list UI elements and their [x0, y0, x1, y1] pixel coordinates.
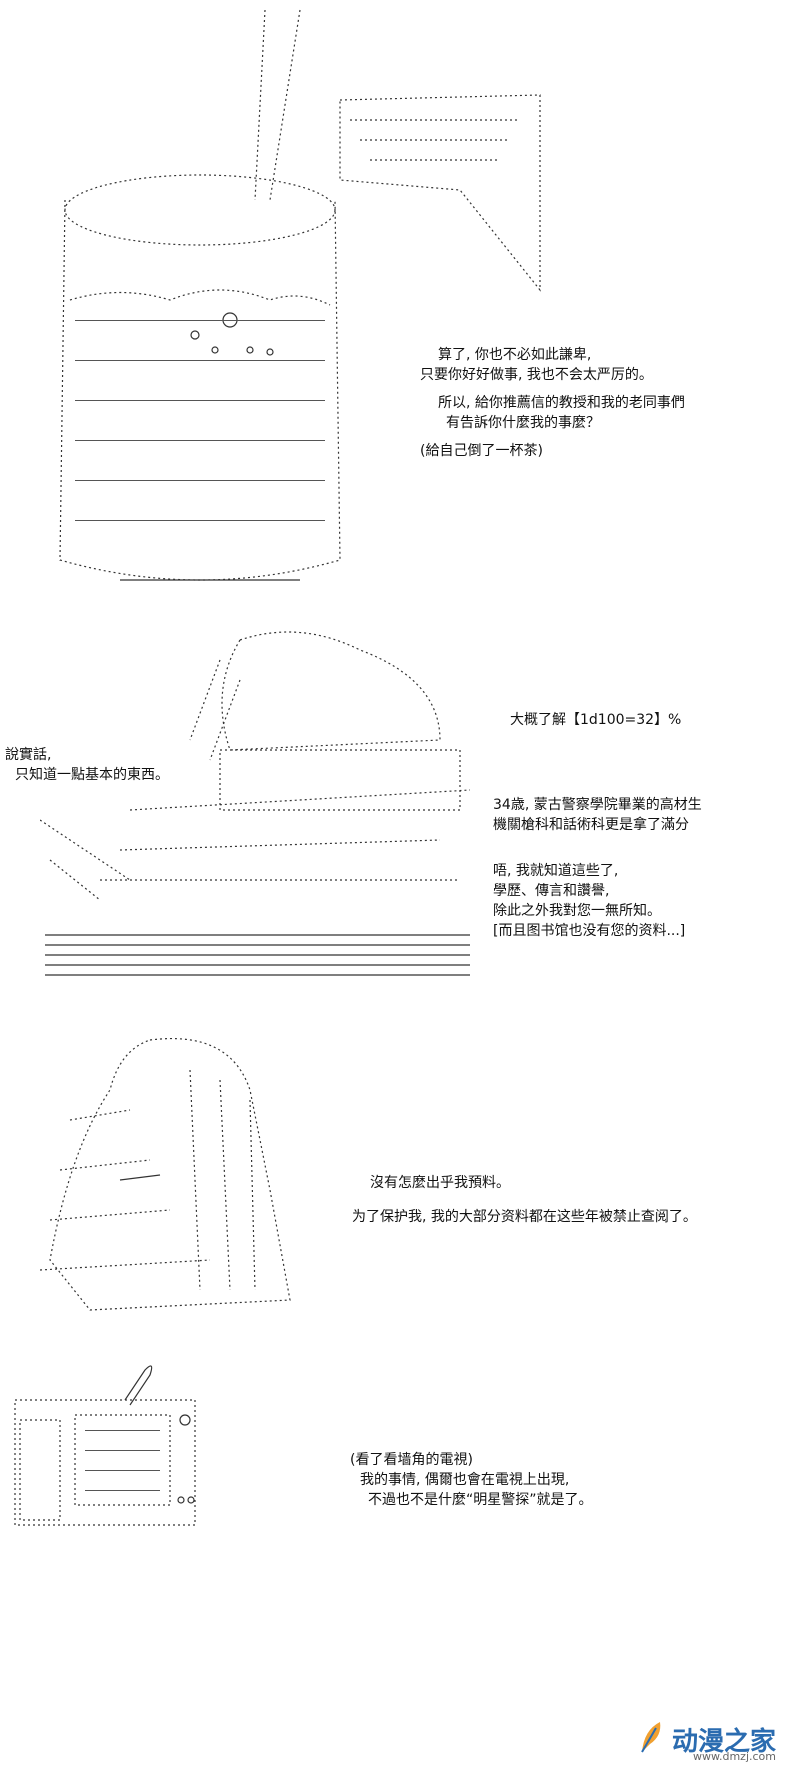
- dialogue-line: 算了, 你也不必如此謙卑,: [438, 347, 592, 363]
- panel3-dialogue: 沒有怎麼出乎我預料。 为了保护我, 我的大部分资料都在这些年被禁止查阅了。: [352, 1173, 697, 1227]
- action-note: (看了看墙角的電視): [350, 1452, 473, 1468]
- panel4-dialogue: (看了看墙角的電視) 我的事情, 偶爾也會在電視上出現, 不過也不是什麼“明星警…: [350, 1450, 593, 1510]
- television-ascii-art: [5, 1360, 205, 1530]
- dialogue-line: 學歷、傳言和讚譽,: [493, 883, 610, 899]
- dialogue-line: [而且图书馆也没有您的资料...]: [493, 923, 686, 939]
- dialogue-line: 34歳, 蒙古警察學院畢業的高材生: [493, 797, 702, 813]
- character-head-ascii-art: [10, 1030, 310, 1320]
- panel2-dice-roll: 大概了解【1d100=32】%: [510, 712, 682, 728]
- feather-logo-icon: [638, 1720, 664, 1758]
- brand-url: www.dmzj.com: [693, 1750, 776, 1763]
- dialogue-line: 只要你好好做事, 我也不会太严厉的。: [420, 367, 653, 383]
- dialogue-line: 說實話,: [5, 747, 52, 763]
- dialogue-line: 唔, 我就知道這些了,: [493, 863, 619, 879]
- panel2-right-dialogue: 34歳, 蒙古警察學院畢業的高材生 機關槍科和話術科更是拿了滿分 唔, 我就知道…: [493, 795, 702, 941]
- dialogue-line: 为了保护我, 我的大部分资料都在这些年被禁止查阅了。: [352, 1209, 697, 1225]
- character-desk-ascii-art: [40, 620, 480, 990]
- dialogue-line: 有告訴你什麼我的事麼？: [446, 415, 600, 431]
- tea-cup-ascii-art: [40, 0, 560, 600]
- brand-name: 动漫之家: [671, 1726, 776, 1757]
- dialogue-line: 所以, 給你推薦信的教授和我的老同事們: [438, 395, 685, 411]
- dialogue-line: 除此之外我對您一無所知。: [493, 903, 661, 919]
- dialogue-line: 不過也不是什麼“明星警探”就是了。: [368, 1492, 593, 1508]
- dialogue-line: 我的事情, 偶爾也會在電視上出現,: [360, 1472, 570, 1488]
- action-note: (給自己倒了一杯茶): [420, 443, 543, 459]
- dialogue-line: 只知道一點基本的東西。: [15, 767, 169, 783]
- panel2-left-dialogue: 說實話, 只知道一點基本的東西。: [5, 745, 169, 785]
- dialogue-line: 機關槍科和話術科更是拿了滿分: [493, 817, 689, 833]
- watermark: 动漫之家 www.dmzj.com: [638, 1720, 776, 1763]
- dialogue-line: 沒有怎麼出乎我預料。: [370, 1175, 510, 1191]
- panel1-dialogue: 算了, 你也不必如此謙卑, 只要你好好做事, 我也不会太严厉的。 所以, 給你推…: [420, 345, 685, 461]
